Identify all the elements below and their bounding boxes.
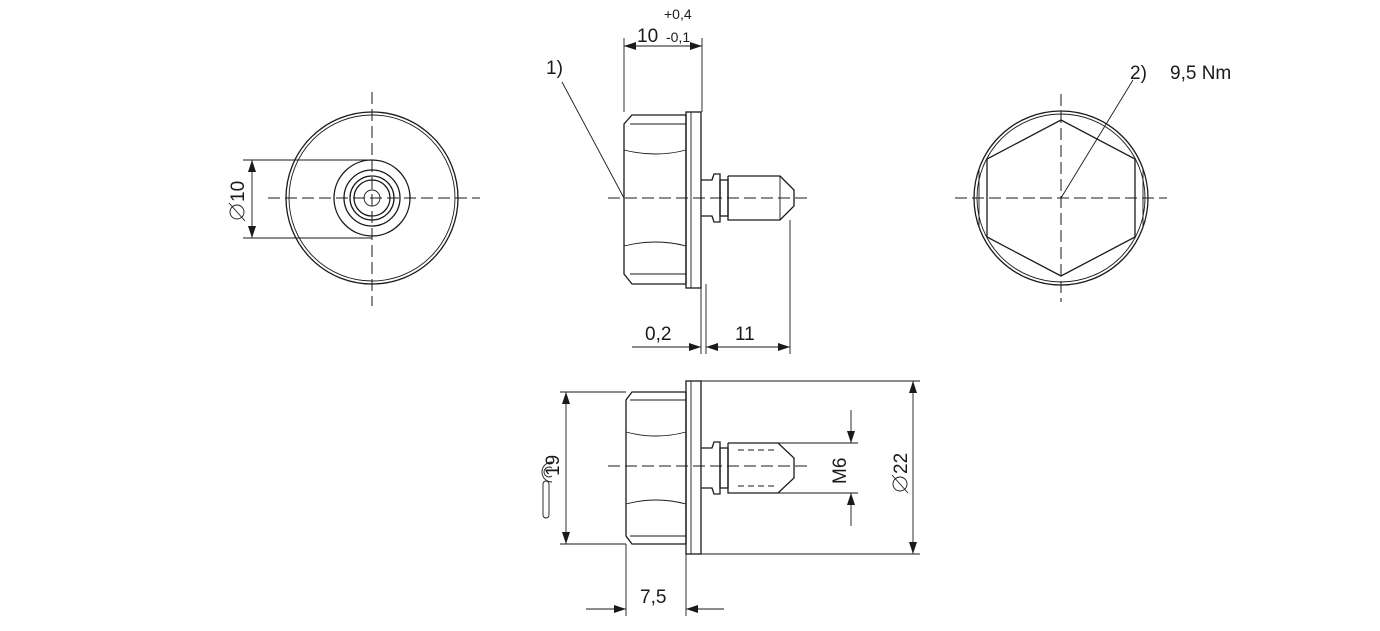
side-view: 10 +0,4 -0,1 1) 0,2 11 (546, 6, 810, 354)
ref-note-2: 2) (1130, 63, 1147, 84)
top-view: 7,5 (541, 380, 920, 616)
tolerance-lower: -0,1 (666, 29, 690, 45)
dim-stud-length-label: 11 (735, 324, 755, 345)
diameter-symbol-icon (229, 204, 245, 220)
back-view: 2) 9,5 Nm (955, 63, 1231, 302)
dim-thread-label: M6 (830, 458, 851, 484)
dim-gap-label: 0,2 (645, 324, 671, 345)
wrench-icon (541, 461, 553, 519)
dim-thread: M6 (830, 458, 851, 484)
dim-dia22-label: 22 (891, 453, 912, 474)
dim-length10-label: 10 (637, 26, 658, 47)
dim-dia10-label: 10 (228, 181, 249, 202)
dim-wrench-label: 19 (543, 455, 564, 476)
front-view (243, 92, 480, 306)
torque-note: 9,5 Nm (1170, 63, 1231, 84)
dim-dia10: 10 (228, 181, 249, 222)
dim-hex-length-label: 7,5 (640, 587, 666, 608)
dim-dia22: 22 (891, 453, 912, 494)
tolerance-upper: +0,4 (664, 6, 692, 22)
ref-note-1: 1) (546, 58, 563, 79)
diameter-symbol-icon (892, 476, 908, 492)
dim-wrench: 19 (543, 455, 564, 476)
